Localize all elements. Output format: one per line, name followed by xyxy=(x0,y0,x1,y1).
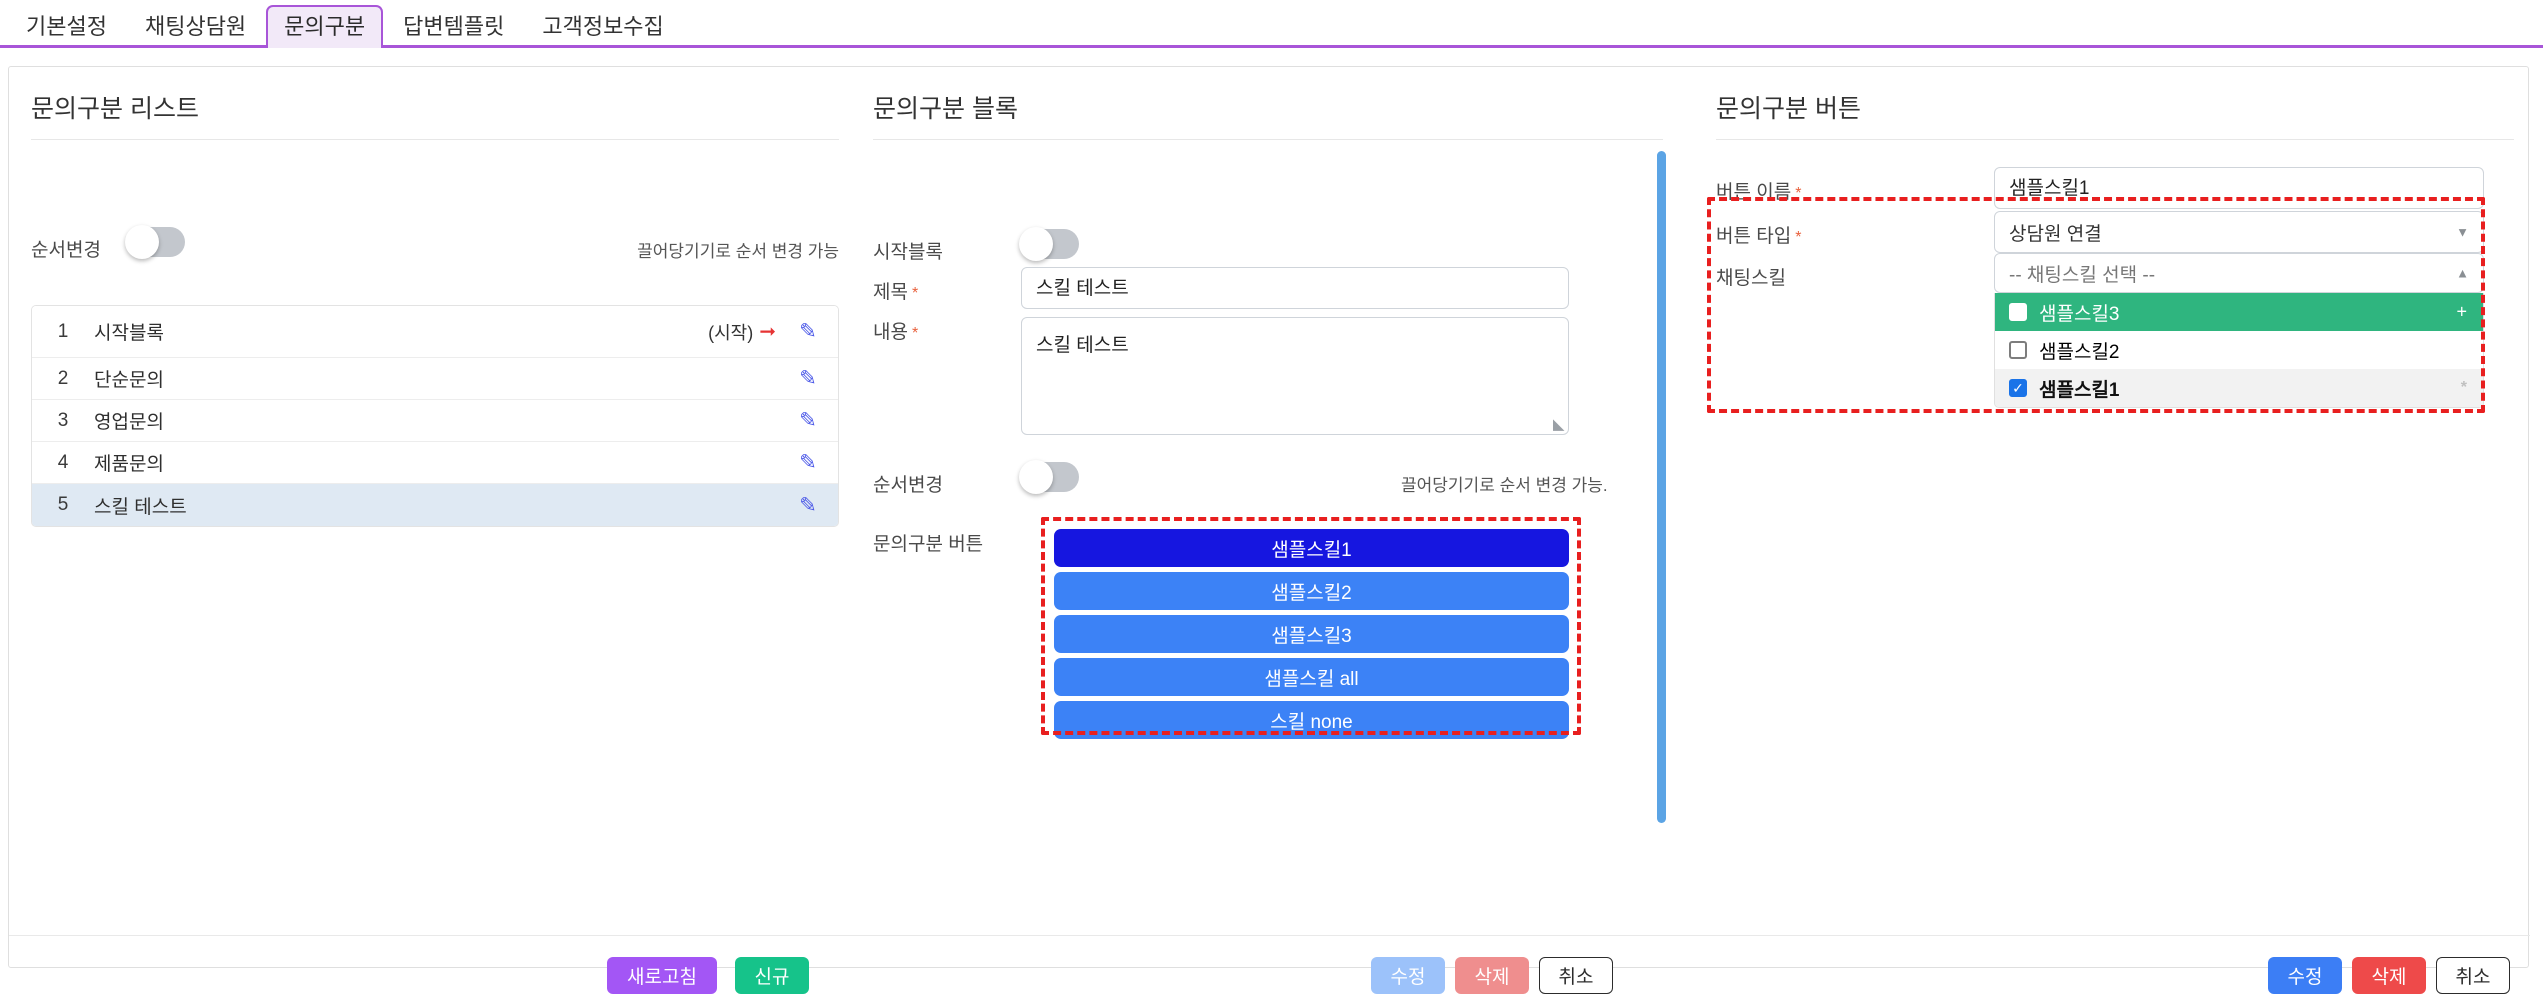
left-footer-divider xyxy=(9,935,861,936)
skill-button[interactable]: 스킬 none xyxy=(1054,701,1569,739)
inquiry-block-panel: 문의구분 블록 시작블록 제목* 스킬 테스트 내용* 스킬 테스트 ◢ 순서변… xyxy=(861,67,1706,994)
button-name-label: 버튼 이름* xyxy=(1716,177,1801,204)
chat-skill-label: 채팅스킬 xyxy=(1716,268,1786,289)
skill-buttons-label: 문의구분 버튼 xyxy=(873,534,984,555)
chat-skill-dropdown: 샘플스킬3 + 샘플스킬2 ✓ 샘플스킬1 * xyxy=(1994,293,2484,408)
dropdown-option-label: 샘플스킬2 xyxy=(2039,341,2120,363)
mid-footer-divider xyxy=(861,935,1706,936)
dropdown-option[interactable]: 샘플스킬2 xyxy=(1995,331,2483,369)
dropdown-option-suffix: * xyxy=(2460,379,2467,396)
tab-inquiry-category[interactable]: 문의구분 xyxy=(266,5,384,48)
edit-pencil-icon[interactable]: ✎ xyxy=(799,493,817,517)
dropdown-option-label: 샘플스킬3 xyxy=(2039,303,2120,325)
list-item-index: 3 xyxy=(57,409,69,431)
start-block-label: 시작블록 xyxy=(873,242,943,263)
button-type-label-text: 버튼 타입 xyxy=(1716,226,1792,247)
tab-basic-settings[interactable]: 기본설정 xyxy=(26,14,107,39)
button-type-select[interactable]: 상담원 연결 ▼ xyxy=(1994,211,2484,253)
list-item-index: 4 xyxy=(57,451,69,473)
list-item-label: 스킬 테스트 xyxy=(94,496,187,518)
list-item-label: 제품문의 xyxy=(94,454,164,475)
left-reorder-toggle-knob xyxy=(125,225,159,259)
mid-panel-scrollbar[interactable] xyxy=(1657,151,1666,823)
button-type-required-asterisk: * xyxy=(1795,229,1802,246)
list-item-index: 2 xyxy=(57,367,69,389)
inquiry-list: 1 시작블록 (시작) ➞ ✎ 2 단순문의 ✎ 3 영업문의 ✎ 4 제품문의… xyxy=(31,305,839,527)
mid-reorder-toggle[interactable] xyxy=(1019,460,1079,494)
mid-reorder-toggle-knob xyxy=(1019,460,1053,494)
edit-pencil-icon[interactable]: ✎ xyxy=(799,367,817,390)
start-block-toggle[interactable] xyxy=(1019,227,1079,261)
list-item-index: 5 xyxy=(57,494,69,515)
content-required-asterisk: * xyxy=(911,325,919,342)
dropdown-option[interactable]: ✓ 샘플스킬1 * xyxy=(1995,369,2483,407)
right-footer-divider xyxy=(1706,935,2530,936)
list-item-index: 1 xyxy=(57,320,69,342)
list-item[interactable]: 4 제품문의 ✎ xyxy=(32,442,838,484)
button-type-label: 버튼 타입* xyxy=(1716,221,1801,248)
list-item-label: 영업문의 xyxy=(94,412,164,433)
edit-pencil-icon[interactable]: ✎ xyxy=(799,320,817,343)
list-item[interactable]: 5 스킬 테스트 ✎ xyxy=(32,484,838,526)
mid-reorder-hint: 끌어당기기로 순서 변경 가능. xyxy=(1401,476,1608,495)
list-item[interactable]: 3 영업문의 ✎ xyxy=(32,400,838,442)
inquiry-block-title: 문의구분 블록 xyxy=(873,95,1018,123)
tab-reply-template[interactable]: 답변템플릿 xyxy=(403,14,505,39)
content-textarea-value: 스킬 테스트 xyxy=(1036,335,1129,356)
chevron-down-icon: ▼ xyxy=(2456,224,2469,240)
start-block-toggle-knob xyxy=(1019,227,1053,261)
list-item-start-tag: (시작) xyxy=(708,322,754,343)
resize-grip-icon[interactable]: ◢ xyxy=(1553,416,1565,433)
right-divider xyxy=(1716,139,2514,140)
left-reorder-hint: 끌어당기기로 순서 변경 가능 xyxy=(637,242,839,261)
chat-skill-select[interactable]: -- 채팅스킬 선택 -- ▲ xyxy=(1994,253,2484,293)
tab-chat-agent[interactable]: 채팅상담원 xyxy=(144,14,247,39)
chevron-up-icon: ▲ xyxy=(2456,265,2469,281)
edit-pencil-icon[interactable]: ✎ xyxy=(799,409,817,432)
mid-divider xyxy=(873,139,1663,140)
inquiry-list-title: 문의구분 리스트 xyxy=(31,95,199,123)
skill-button[interactable]: 샘플스킬 all xyxy=(1054,658,1569,696)
skill-button[interactable]: 샘플스킬2 xyxy=(1054,572,1569,610)
button-type-select-value: 상담원 연결 xyxy=(2009,223,2102,245)
list-item[interactable]: 2 단순문의 ✎ xyxy=(32,358,838,400)
list-item[interactable]: 1 시작블록 (시작) ➞ ✎ xyxy=(32,306,838,358)
mid-reorder-label: 순서변경 xyxy=(873,475,943,496)
dropdown-option-label: 샘플스킬1 xyxy=(2039,379,2120,401)
edit-pencil-icon[interactable]: ✎ xyxy=(799,451,817,474)
inquiry-button-title: 문의구분 버튼 xyxy=(1716,95,1861,123)
chat-skill-select-placeholder: -- 채팅스킬 선택 -- xyxy=(2009,264,2156,286)
content-label: 내용* xyxy=(873,317,918,344)
tab-bar: 기본설정 채팅상담원 문의구분 답변템플릿 고객정보수집 xyxy=(0,0,2543,48)
subject-required-asterisk: * xyxy=(911,285,919,302)
dropdown-option[interactable]: 샘플스킬3 + xyxy=(1995,293,2483,331)
skill-button[interactable]: 샘플스킬3 xyxy=(1054,615,1569,653)
inquiry-button-panel: 문의구분 버튼 버튼 이름* 샘플스킬1 버튼 타입* 상담원 연결 ▼ 채팅스… xyxy=(1706,67,2530,994)
left-reorder-label: 순서변경 xyxy=(31,240,101,261)
left-divider xyxy=(31,139,839,140)
content-card: 문의구분 리스트 순서변경 끌어당기기로 순서 변경 가능 1 시작블록 (시작… xyxy=(8,66,2530,994)
list-item-label: 시작블록 xyxy=(94,323,164,344)
subject-label: 제목* xyxy=(873,277,918,304)
dropdown-option-suffix: + xyxy=(2456,301,2467,322)
skill-button-stack: 샘플스킬1 샘플스킬2 샘플스킬3 샘플스킬 all 스킬 none xyxy=(1054,529,1569,739)
checkbox-checked-icon[interactable]: ✓ xyxy=(2009,379,2027,397)
inquiry-list-panel: 문의구분 리스트 순서변경 끌어당기기로 순서 변경 가능 1 시작블록 (시작… xyxy=(9,67,861,994)
checkbox-icon[interactable] xyxy=(2009,303,2027,321)
content-label-text: 내용 xyxy=(873,322,908,343)
left-right-arrow-icon: ➞ xyxy=(759,321,776,343)
left-reorder-toggle[interactable] xyxy=(125,225,185,259)
button-name-label-text: 버튼 이름 xyxy=(1716,182,1792,203)
subject-input[interactable]: 스킬 테스트 xyxy=(1021,267,1569,309)
tab-customer-info[interactable]: 고객정보수집 xyxy=(542,14,664,39)
checkbox-icon[interactable] xyxy=(2009,341,2027,359)
subject-label-text: 제목 xyxy=(873,282,908,303)
content-textarea[interactable]: 스킬 테스트 ◢ xyxy=(1021,317,1569,435)
button-name-input[interactable]: 샘플스킬1 xyxy=(1994,167,2484,209)
skill-button[interactable]: 샘플스킬1 xyxy=(1054,529,1569,567)
button-name-required-asterisk: * xyxy=(1795,185,1802,202)
list-item-label: 단순문의 xyxy=(94,370,164,391)
